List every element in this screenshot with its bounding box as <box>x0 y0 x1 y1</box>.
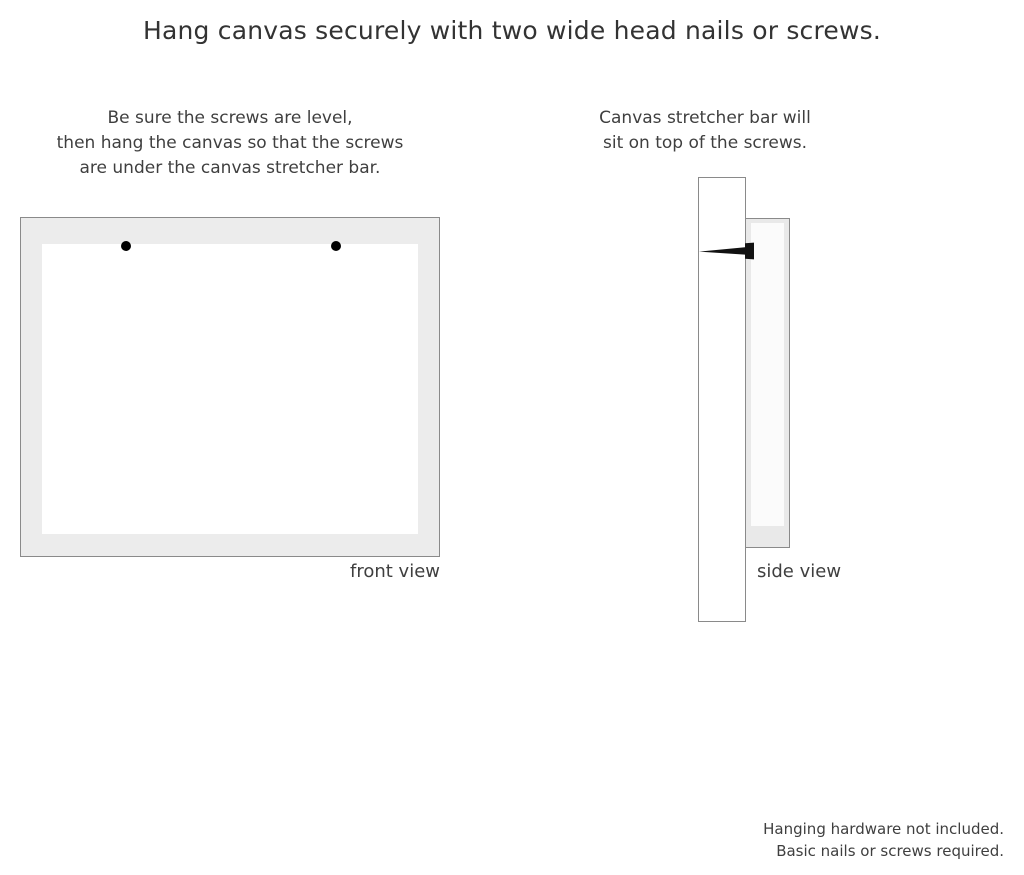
page-title: Hang canvas securely with two wide head … <box>142 16 882 45</box>
side-view-label: side view <box>757 561 842 582</box>
front-view-caption-line-1: Be sure the screws are level, <box>107 108 353 128</box>
side-view-diagram <box>690 170 820 640</box>
front-view-caption: Be sure the screws are level, then hang … <box>20 106 440 181</box>
front-view-diagram <box>20 217 440 557</box>
footer-disclaimer: Hanging hardware not included. Basic nai… <box>484 818 1004 862</box>
screw-head-right-icon <box>331 241 341 251</box>
canvas-frame-outer <box>20 217 440 557</box>
canvas-face <box>42 244 418 534</box>
screw-side-icon <box>699 242 754 260</box>
footer-line-1: Hanging hardware not included. <box>763 820 1004 838</box>
side-view-caption-line-1: Canvas stretcher bar will <box>599 108 811 128</box>
footer-line-2: Basic nails or screws required. <box>776 842 1004 860</box>
screw-head-left-icon <box>121 241 131 251</box>
front-view-caption-line-2: then hang the canvas so that the screws <box>56 133 404 153</box>
front-view-label: front view <box>350 561 440 582</box>
stretcher-bar-inner-face <box>751 223 784 526</box>
side-view-caption-line-2: sit on top of the screws. <box>602 133 808 153</box>
front-view-caption-line-3: are under the canvas stretcher bar. <box>79 158 381 178</box>
canvas-stretcher-bar-cross-section <box>745 218 790 548</box>
side-view-caption: Canvas stretcher bar will sit on top of … <box>575 106 835 156</box>
